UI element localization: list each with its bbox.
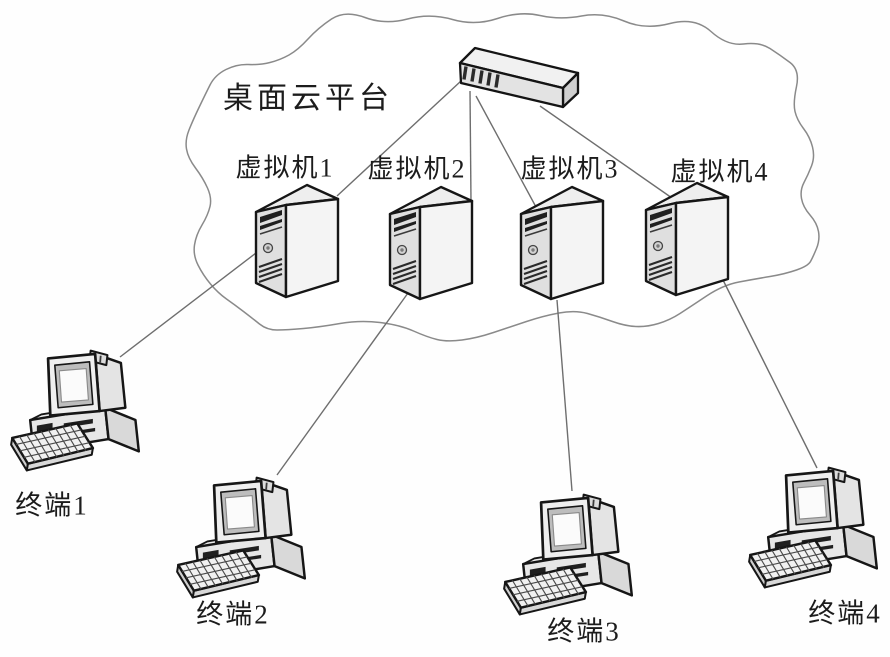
switch-ports (462, 66, 500, 88)
terminal2-label: 终端2 (196, 599, 270, 630)
vm4-label: 虚拟机4 (670, 157, 770, 187)
terminal3-pc-icon (502, 493, 634, 616)
vm3-label: 虚拟机3 (520, 154, 620, 184)
platform-title: 桌面云平台 (223, 82, 393, 115)
terminal1-label: 终端1 (15, 490, 89, 521)
edge-vm1-terminal1 (119, 252, 257, 358)
edge-switch-vm4 (539, 105, 673, 199)
vm2-label: 虚拟机2 (367, 154, 467, 184)
terminal2-pc-icon (175, 476, 307, 599)
network-switch-icon (458, 46, 580, 109)
edge-vm4-terminal4 (722, 279, 818, 469)
edge-switch-vm2 (469, 90, 472, 203)
vm1-label: 虚拟机1 (235, 153, 335, 183)
edge-lines (119, 80, 818, 492)
edge-switch-vm1 (336, 80, 462, 197)
terminal1-pc-icon (9, 349, 141, 472)
terminal4-pc-icon (747, 466, 879, 589)
edge-vm3-terminal3 (556, 299, 573, 492)
terminal4-label: 终端4 (808, 598, 882, 629)
terminal3-label: 终端3 (547, 616, 621, 647)
edge-vm2-terminal2 (276, 292, 409, 476)
edge-switch-vm3 (475, 95, 537, 208)
